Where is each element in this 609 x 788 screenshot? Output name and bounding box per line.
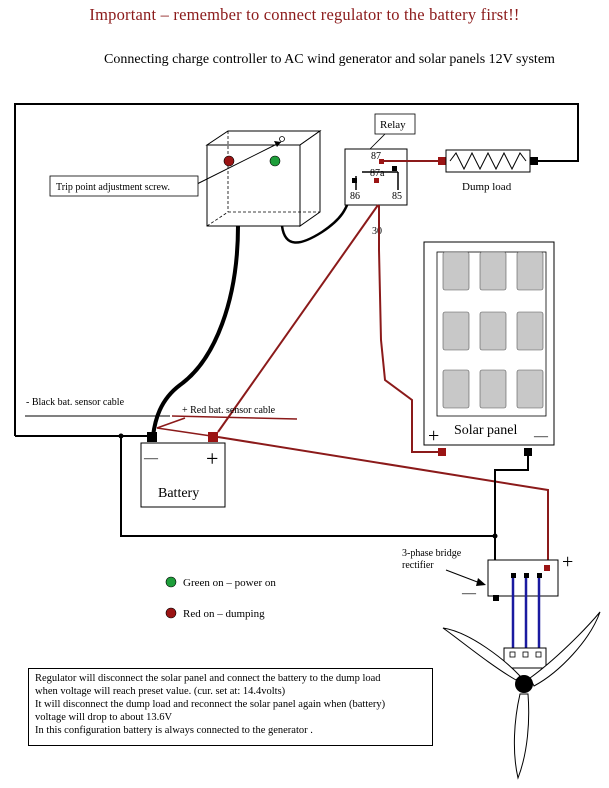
pin-86-label: 86	[350, 191, 360, 202]
rectifier	[445, 559, 559, 601]
battery-minus-label: —	[143, 451, 159, 466]
pin-87-label: 87	[371, 151, 381, 162]
trip-point-label-box	[49, 175, 199, 197]
solar-cell	[442, 311, 470, 351]
solar-cell	[516, 251, 544, 291]
solar-plus-label: +	[428, 425, 439, 447]
solar-cell	[442, 251, 470, 291]
note-line: It will disconnect the dump load and rec…	[35, 699, 386, 710]
red-led-icon	[223, 155, 235, 167]
note-line: when voltage will reach preset value. (c…	[35, 686, 286, 697]
battery	[140, 432, 226, 508]
red-sensor-wire	[156, 427, 219, 438]
page-subtitle: Connecting charge controller to AC wind …	[104, 52, 555, 67]
solar-cell	[479, 311, 507, 351]
relay-battery-plus-wire	[217, 204, 379, 433]
turbine-hub-icon	[515, 675, 533, 693]
red-sensor-wire-2	[156, 417, 186, 429]
legend-green-led-icon	[165, 576, 177, 588]
page-title: Important – remember to connect regulato…	[89, 5, 520, 24]
black-sensor-label: - Black bat. sensor cable	[26, 397, 125, 408]
note-line: voltage will drop to about 13.6V	[35, 712, 173, 723]
red-sensor-pointer	[171, 415, 298, 420]
green-led-icon	[269, 155, 281, 167]
junction-dot	[118, 433, 124, 439]
legend-red-led-icon	[165, 607, 177, 619]
solar-cells	[442, 251, 544, 409]
legend-green-label: Green on – power on	[183, 577, 276, 589]
junction-dot-2	[492, 533, 498, 539]
pin-85-label: 85	[392, 191, 402, 202]
solar-panel-label: Solar panel	[454, 423, 517, 438]
rectifier-label-1: 3-phase bridge	[402, 548, 462, 559]
battery-plus-rectifier-wire	[217, 436, 549, 565]
battery-plus-label: +	[206, 446, 218, 471]
relay-label-box	[374, 113, 416, 135]
trip-screw-icon	[279, 136, 285, 142]
note-line: Regulator will disconnect the solar pane…	[35, 673, 381, 684]
solar-cell	[479, 251, 507, 291]
wind-turbine	[442, 611, 601, 780]
solar-cell	[442, 369, 470, 409]
rectifier-plus-label: +	[562, 551, 573, 573]
solar-minus-label: —	[533, 429, 549, 444]
rectifier-label-2: rectifier	[402, 560, 434, 571]
solar-cell	[516, 311, 544, 351]
trip-point-label: Trip point adjustment screw.	[56, 182, 170, 193]
solar-cell	[516, 369, 544, 409]
black-sensor-wire	[151, 225, 240, 437]
solar-cell	[479, 369, 507, 409]
black-outer-wire	[14, 103, 579, 436]
dump-load-label: Dump load	[462, 181, 512, 193]
relay	[344, 113, 416, 206]
solar-panel	[423, 241, 555, 446]
charge-controller	[194, 130, 322, 227]
rectifier-minus-label: —	[461, 586, 477, 601]
pin-30-label: 30	[372, 226, 382, 237]
three-phase-wires	[511, 578, 541, 650]
relay-label: Relay	[380, 119, 406, 131]
turbine-blade-left	[442, 627, 521, 681]
note-line: In this configuration battery is always …	[35, 725, 313, 736]
pin-87a-label: 87a	[370, 168, 385, 179]
turbine-blade-bottom	[513, 693, 530, 780]
legend-red-label: Red on – dumping	[183, 608, 265, 620]
turbine-blade-right	[529, 611, 601, 687]
red-sensor-label: + Red bat. sensor cable	[182, 405, 276, 416]
dump-load	[384, 149, 538, 173]
explanation-note: Regulator will disconnect the solar pane…	[28, 668, 433, 746]
battery-label: Battery	[158, 486, 199, 501]
relay30-solar-plus-wire	[378, 205, 438, 453]
battery-minus-rectifier-wire	[120, 436, 495, 537]
